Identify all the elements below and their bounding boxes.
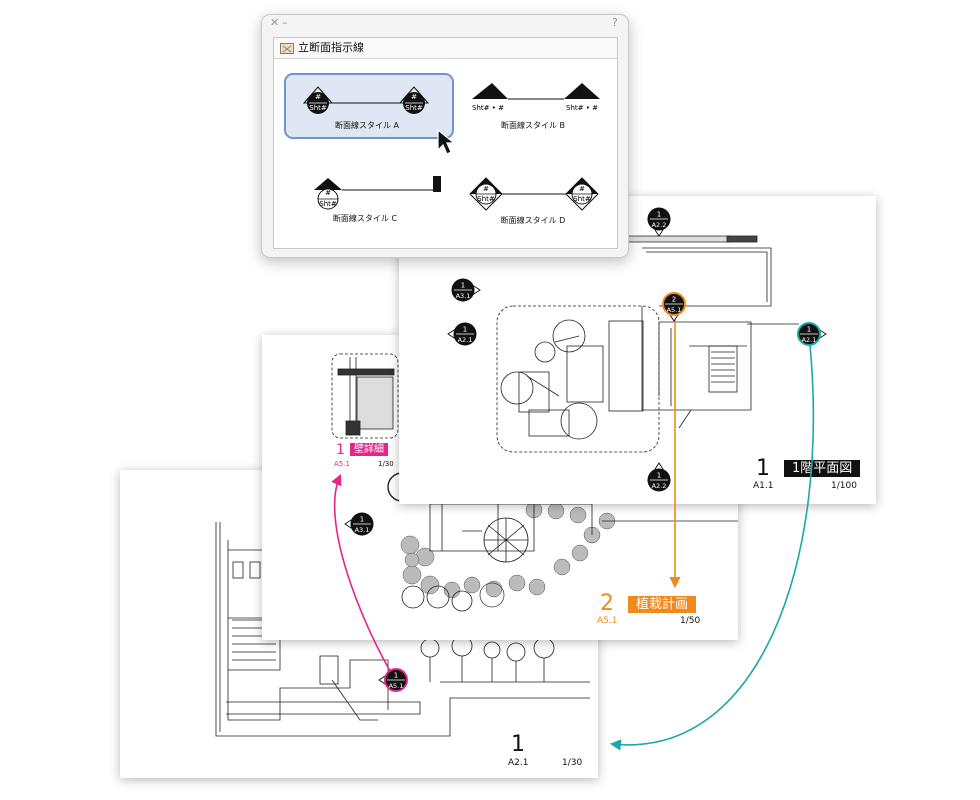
planting-view-number: 2: [600, 591, 614, 616]
detail-sheet-number: A5.1: [334, 460, 350, 468]
mouse-pointer-icon: [437, 128, 456, 155]
style-d-label: 断面線スタイル D: [500, 216, 566, 225]
dialog-header: 立断面指示線: [274, 38, 617, 59]
style-option-a[interactable]: # Sht# # Sht# 断面線スタイル A: [284, 73, 454, 139]
planting-title: 植栽計画: [628, 596, 697, 613]
style-d-right-marker-bottom: Sht#: [573, 195, 591, 203]
style-b-preview: Sht# • # Sht# • #: [472, 83, 600, 112]
dialog-title: 立断面指示線: [298, 41, 364, 54]
style-option-b[interactable]: Sht# • # Sht# • # 断面線スタイル B: [450, 73, 616, 135]
plan-scale: 1/100: [831, 481, 857, 491]
style-a-right-marker-bottom: Sht#: [405, 104, 423, 112]
section-view-number: 1: [511, 732, 525, 757]
style-option-c[interactable]: # Sht# 断面線スタイル C: [284, 168, 450, 230]
style-c-marker-bottom: Sht#: [319, 200, 337, 208]
style-b-right-text: Sht# • #: [566, 104, 598, 112]
style-option-d[interactable]: # Sht# # Sht# 断面線スタイル D: [450, 168, 616, 230]
section-sheet-number: A2.1: [508, 758, 529, 768]
style-a-preview: # Sht# # Sht#: [302, 86, 430, 114]
help-icon[interactable]: ?: [612, 16, 618, 29]
style-d-preview: # Sht# # Sht#: [469, 177, 599, 211]
style-d-left-marker-top: #: [483, 185, 489, 193]
section-scale: 1/30: [562, 758, 583, 768]
close-icon[interactable]: ✕: [270, 16, 280, 29]
detail-view-number: 1: [336, 442, 345, 458]
style-c-marker-top: #: [325, 189, 331, 197]
section-title: 断面図: [546, 737, 586, 752]
plan-sheet-number: A1.1: [753, 481, 774, 491]
style-c-preview: # Sht#: [314, 176, 441, 210]
style-b-left-text: Sht# • #: [472, 104, 504, 112]
planting-drawing: [331, 353, 738, 612]
minimize-icon[interactable]: –: [282, 16, 288, 29]
plan-view-number: 1: [756, 456, 770, 481]
style-a-left-marker-top: #: [315, 93, 321, 101]
style-d-right-marker-top: #: [579, 185, 585, 193]
style-a-left-marker-bottom: Sht#: [309, 104, 327, 112]
style-d-left-marker-bottom: Sht#: [477, 195, 495, 203]
style-c-label: 断面線スタイル C: [332, 214, 398, 223]
detail-scale: 1/30: [378, 460, 394, 468]
style-a-right-marker-top: #: [411, 93, 417, 101]
plan-title: 1階平面図: [784, 460, 861, 477]
planting-sheet-number: A5.1: [597, 616, 618, 626]
style-b-label: 断面線スタイル B: [500, 121, 566, 130]
detail-title: 壁詳細: [350, 443, 388, 456]
style-a-label: 断面線スタイル A: [334, 121, 399, 130]
planting-scale: 1/50: [680, 616, 701, 626]
folder-icon: [280, 43, 294, 54]
